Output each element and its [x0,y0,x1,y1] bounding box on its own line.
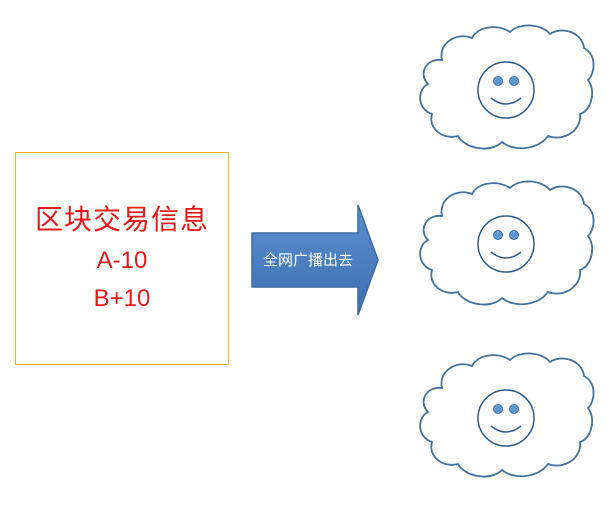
network-node-cloud-3 [414,346,598,486]
cloud-smiley-icon [419,352,595,478]
info-box-line-a: A-10 [96,246,148,274]
cloud-smiley-icon [419,24,595,150]
broadcast-arrow-icon [251,204,379,316]
cloud-smiley-icon [419,180,595,306]
info-box-line-b: B+10 [93,284,151,312]
block-transaction-info-box: 区块交易信息 A-10 B+10 [15,152,229,365]
network-node-cloud-2 [414,174,598,314]
network-node-cloud-1 [414,18,598,158]
broadcast-arrow-label: 全网广播出去 [262,251,353,269]
info-box-title: 区块交易信息 [34,202,209,236]
